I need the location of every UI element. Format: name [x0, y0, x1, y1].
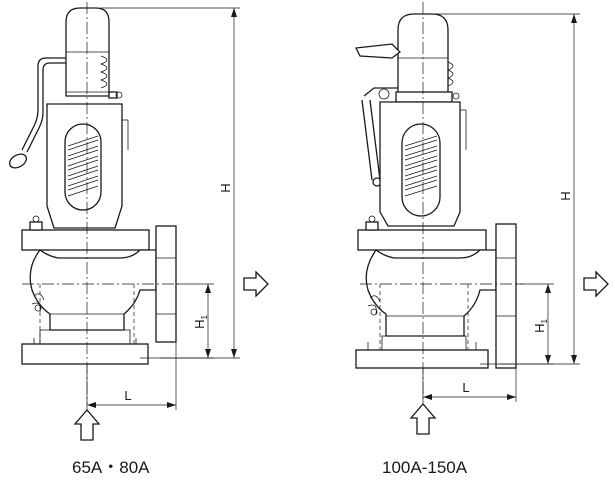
inlet-flow-arrow	[73, 409, 101, 441]
inlet-flange	[355, 335, 489, 369]
dimension-label-h1: H1	[532, 319, 549, 333]
dimension-label-h: H	[558, 191, 573, 200]
inlet-flange	[21, 329, 149, 365]
dimension-l-right: L	[422, 368, 517, 402]
valve-body	[29, 249, 157, 331]
caption-100a-150a: 100A-150A	[382, 458, 468, 477]
valve-body	[365, 249, 497, 337]
dimension-label-l: L	[124, 388, 131, 403]
dimension-label-h1: H1	[192, 315, 209, 329]
dimension-l-left: L	[86, 342, 177, 410]
lifting-mechanism	[446, 61, 460, 100]
dimension-label-l: L	[462, 380, 469, 395]
dimension-h1-left: H1	[160, 283, 214, 359]
outlet-flow-arrow	[243, 270, 269, 298]
cap	[395, 13, 453, 103]
dimension-h1-right: H1	[500, 283, 554, 365]
valve-drawing-100a-150a	[355, 2, 524, 404]
outlet-flange	[495, 223, 517, 369]
lifting-lever	[8, 57, 66, 169]
outlet-flow-arrow	[583, 270, 609, 298]
yoke	[379, 101, 467, 227]
lifting-mechanism	[99, 55, 123, 99]
body-flange	[357, 215, 487, 251]
caption-65a-80a: 65A・80A	[72, 458, 150, 477]
valve-drawing-65a-80a	[8, 2, 182, 404]
yoke	[46, 103, 129, 229]
inlet-flow-arrow	[409, 403, 437, 435]
cap	[65, 7, 110, 97]
body-flange	[21, 215, 150, 251]
dimension-label-h: H	[218, 183, 233, 192]
